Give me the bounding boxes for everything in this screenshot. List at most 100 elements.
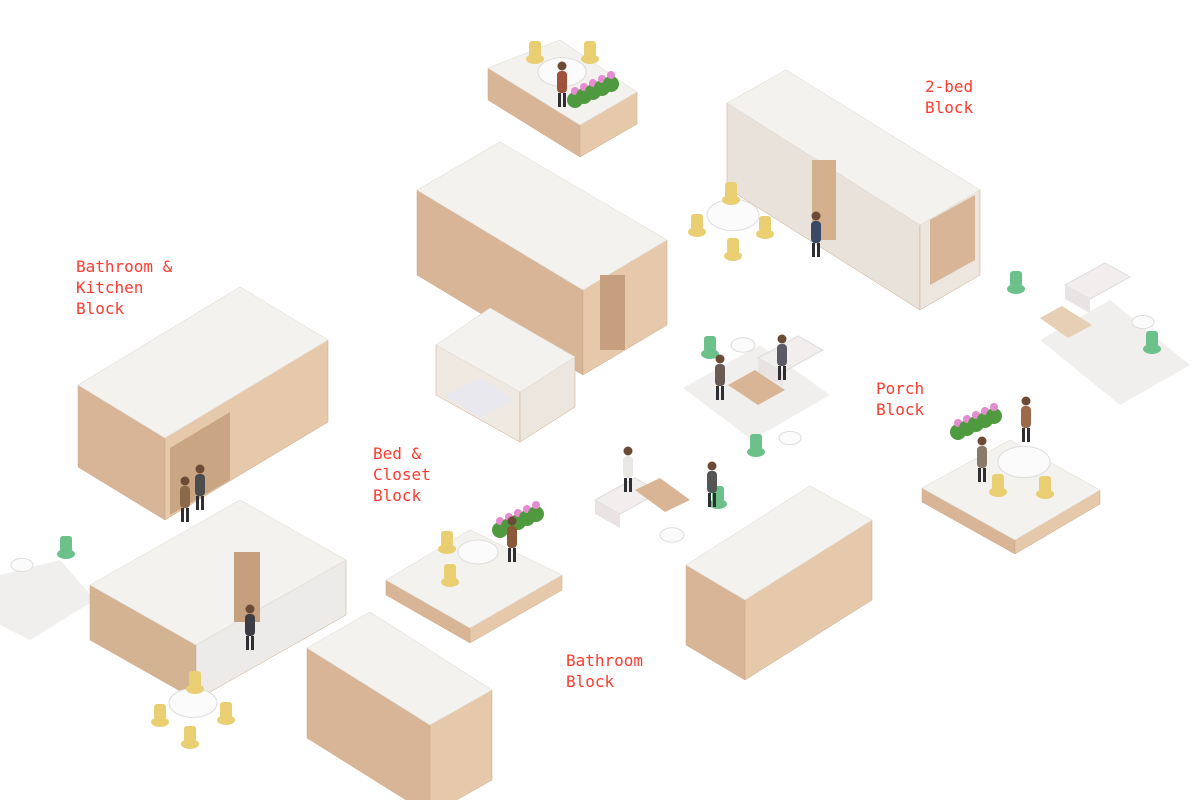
side-table-3 [659, 527, 685, 543]
bathroom-block [685, 485, 873, 681]
person-door-body [245, 614, 255, 636]
bottom-block [306, 611, 493, 800]
person-porch [507, 516, 517, 562]
coffee-table [728, 370, 785, 405]
top-chair [526, 41, 544, 64]
frosted-block-top-face [89, 499, 347, 646]
porch-block-planter [950, 403, 1002, 440]
porch-block-chair-2-seat [1036, 489, 1054, 499]
coffee-table-3 [635, 478, 690, 512]
person-sitting-body [715, 364, 725, 386]
side-table-5 [10, 557, 34, 573]
porch-block-platform [921, 439, 1101, 555]
top-planter [567, 71, 619, 108]
porch-block-planter-leaf [986, 408, 1002, 424]
bottom-chair-seat [151, 717, 169, 727]
green-armchair-5 [1143, 331, 1161, 354]
sofa [756, 335, 825, 386]
green-armchair-seat [701, 349, 719, 359]
person-porch-body [507, 526, 517, 548]
label-porch-block: Porch Block [876, 379, 925, 419]
person-kitchen-2-head [195, 464, 205, 474]
porch-block-table [997, 445, 1051, 479]
bottom-chair-4-back [189, 671, 201, 687]
porch-block-chair-seat [989, 487, 1007, 497]
dining-chair-4-back [725, 182, 737, 198]
person-porch-block-2-body [1021, 406, 1031, 428]
green-armchair-2-seat [747, 447, 765, 457]
person-standing-body [811, 221, 821, 243]
person-kitchen-2-leg [196, 496, 199, 510]
label-bathroom-kitchen-block: Bathroom & Kitchen Block [76, 257, 173, 318]
sofa-3-base [595, 500, 620, 528]
green-armchair-5-seat [1143, 344, 1161, 354]
person-standing-leg [812, 243, 815, 257]
green-armchair-6-back [60, 536, 72, 552]
person-door [245, 604, 255, 650]
person-standing [811, 211, 821, 257]
person-white-body [623, 456, 633, 478]
bed-closet-porch-platform [385, 529, 563, 644]
porch-planter-leaf [528, 506, 544, 522]
person-porch-leg [508, 548, 511, 562]
person-kitchen [180, 476, 190, 522]
green-armchair-6-seat [57, 549, 75, 559]
dining-chair-2-back [727, 238, 739, 254]
person-white [623, 446, 633, 492]
dining-chair-2 [724, 238, 742, 261]
porch-table [457, 539, 499, 565]
dining-chair-2-seat [724, 251, 742, 261]
top-chair-2-back [584, 41, 596, 57]
bed-closet-block-top-face [435, 307, 576, 393]
green-armchair-5-back [1146, 331, 1158, 347]
porch-planter [492, 501, 544, 538]
bottom-chair-3 [217, 702, 235, 725]
left-rug [0, 560, 95, 640]
label-2-bed-block: 2-bed Block [925, 77, 974, 117]
person-white-leg [624, 478, 627, 492]
person-sofa-leg [783, 366, 786, 380]
porch-block-chair-2 [1036, 476, 1054, 499]
person-kitchen-2 [195, 464, 205, 510]
dining-chair [688, 214, 706, 237]
person-sitting-leg [721, 386, 724, 400]
person-armchair-head [707, 461, 717, 471]
green-armchair-2 [747, 434, 765, 457]
top-planter-leaf [603, 76, 619, 92]
porch-chair-2-seat [441, 577, 459, 587]
label-bathroom-block: Bathroom Block [566, 651, 644, 691]
person-standing-leg [817, 243, 820, 257]
top-chair-back [529, 41, 541, 57]
top-chair-2-seat [581, 54, 599, 64]
green-armchair-2-back [750, 434, 762, 450]
sofa-2-base [1065, 285, 1090, 313]
person-kitchen-2-body [195, 474, 205, 496]
person-sofa-leg [778, 366, 781, 380]
porch-chair-seat [438, 544, 456, 554]
bottom-chair-2 [181, 726, 199, 749]
green-armchair-4-seat [1007, 284, 1025, 294]
porch-planter-flower [532, 501, 540, 509]
coffee-table-2 [1040, 306, 1092, 338]
dining-chair-4 [722, 182, 740, 205]
top-person-leg [563, 93, 566, 107]
bed [445, 378, 515, 418]
center-block-top-face [416, 141, 668, 291]
dining-chair-3-back [759, 216, 771, 232]
side-table [730, 337, 756, 353]
person-armchair-body [707, 471, 717, 493]
person-kitchen-leg [181, 508, 184, 522]
bottom-chair-4-seat [186, 684, 204, 694]
porch-block-chair [989, 474, 1007, 497]
person-porch-block [977, 436, 987, 482]
bottom-chair [151, 704, 169, 727]
dining-chair-3-seat [756, 229, 774, 239]
person-porch-block-leg [983, 468, 986, 482]
frosted-block [89, 499, 347, 701]
porch-block-chair-back [992, 474, 1004, 490]
person-porch-block-2 [1021, 396, 1031, 442]
green-armchair [701, 336, 719, 359]
dining-chair-3 [756, 216, 774, 239]
top-person-leg [558, 93, 561, 107]
